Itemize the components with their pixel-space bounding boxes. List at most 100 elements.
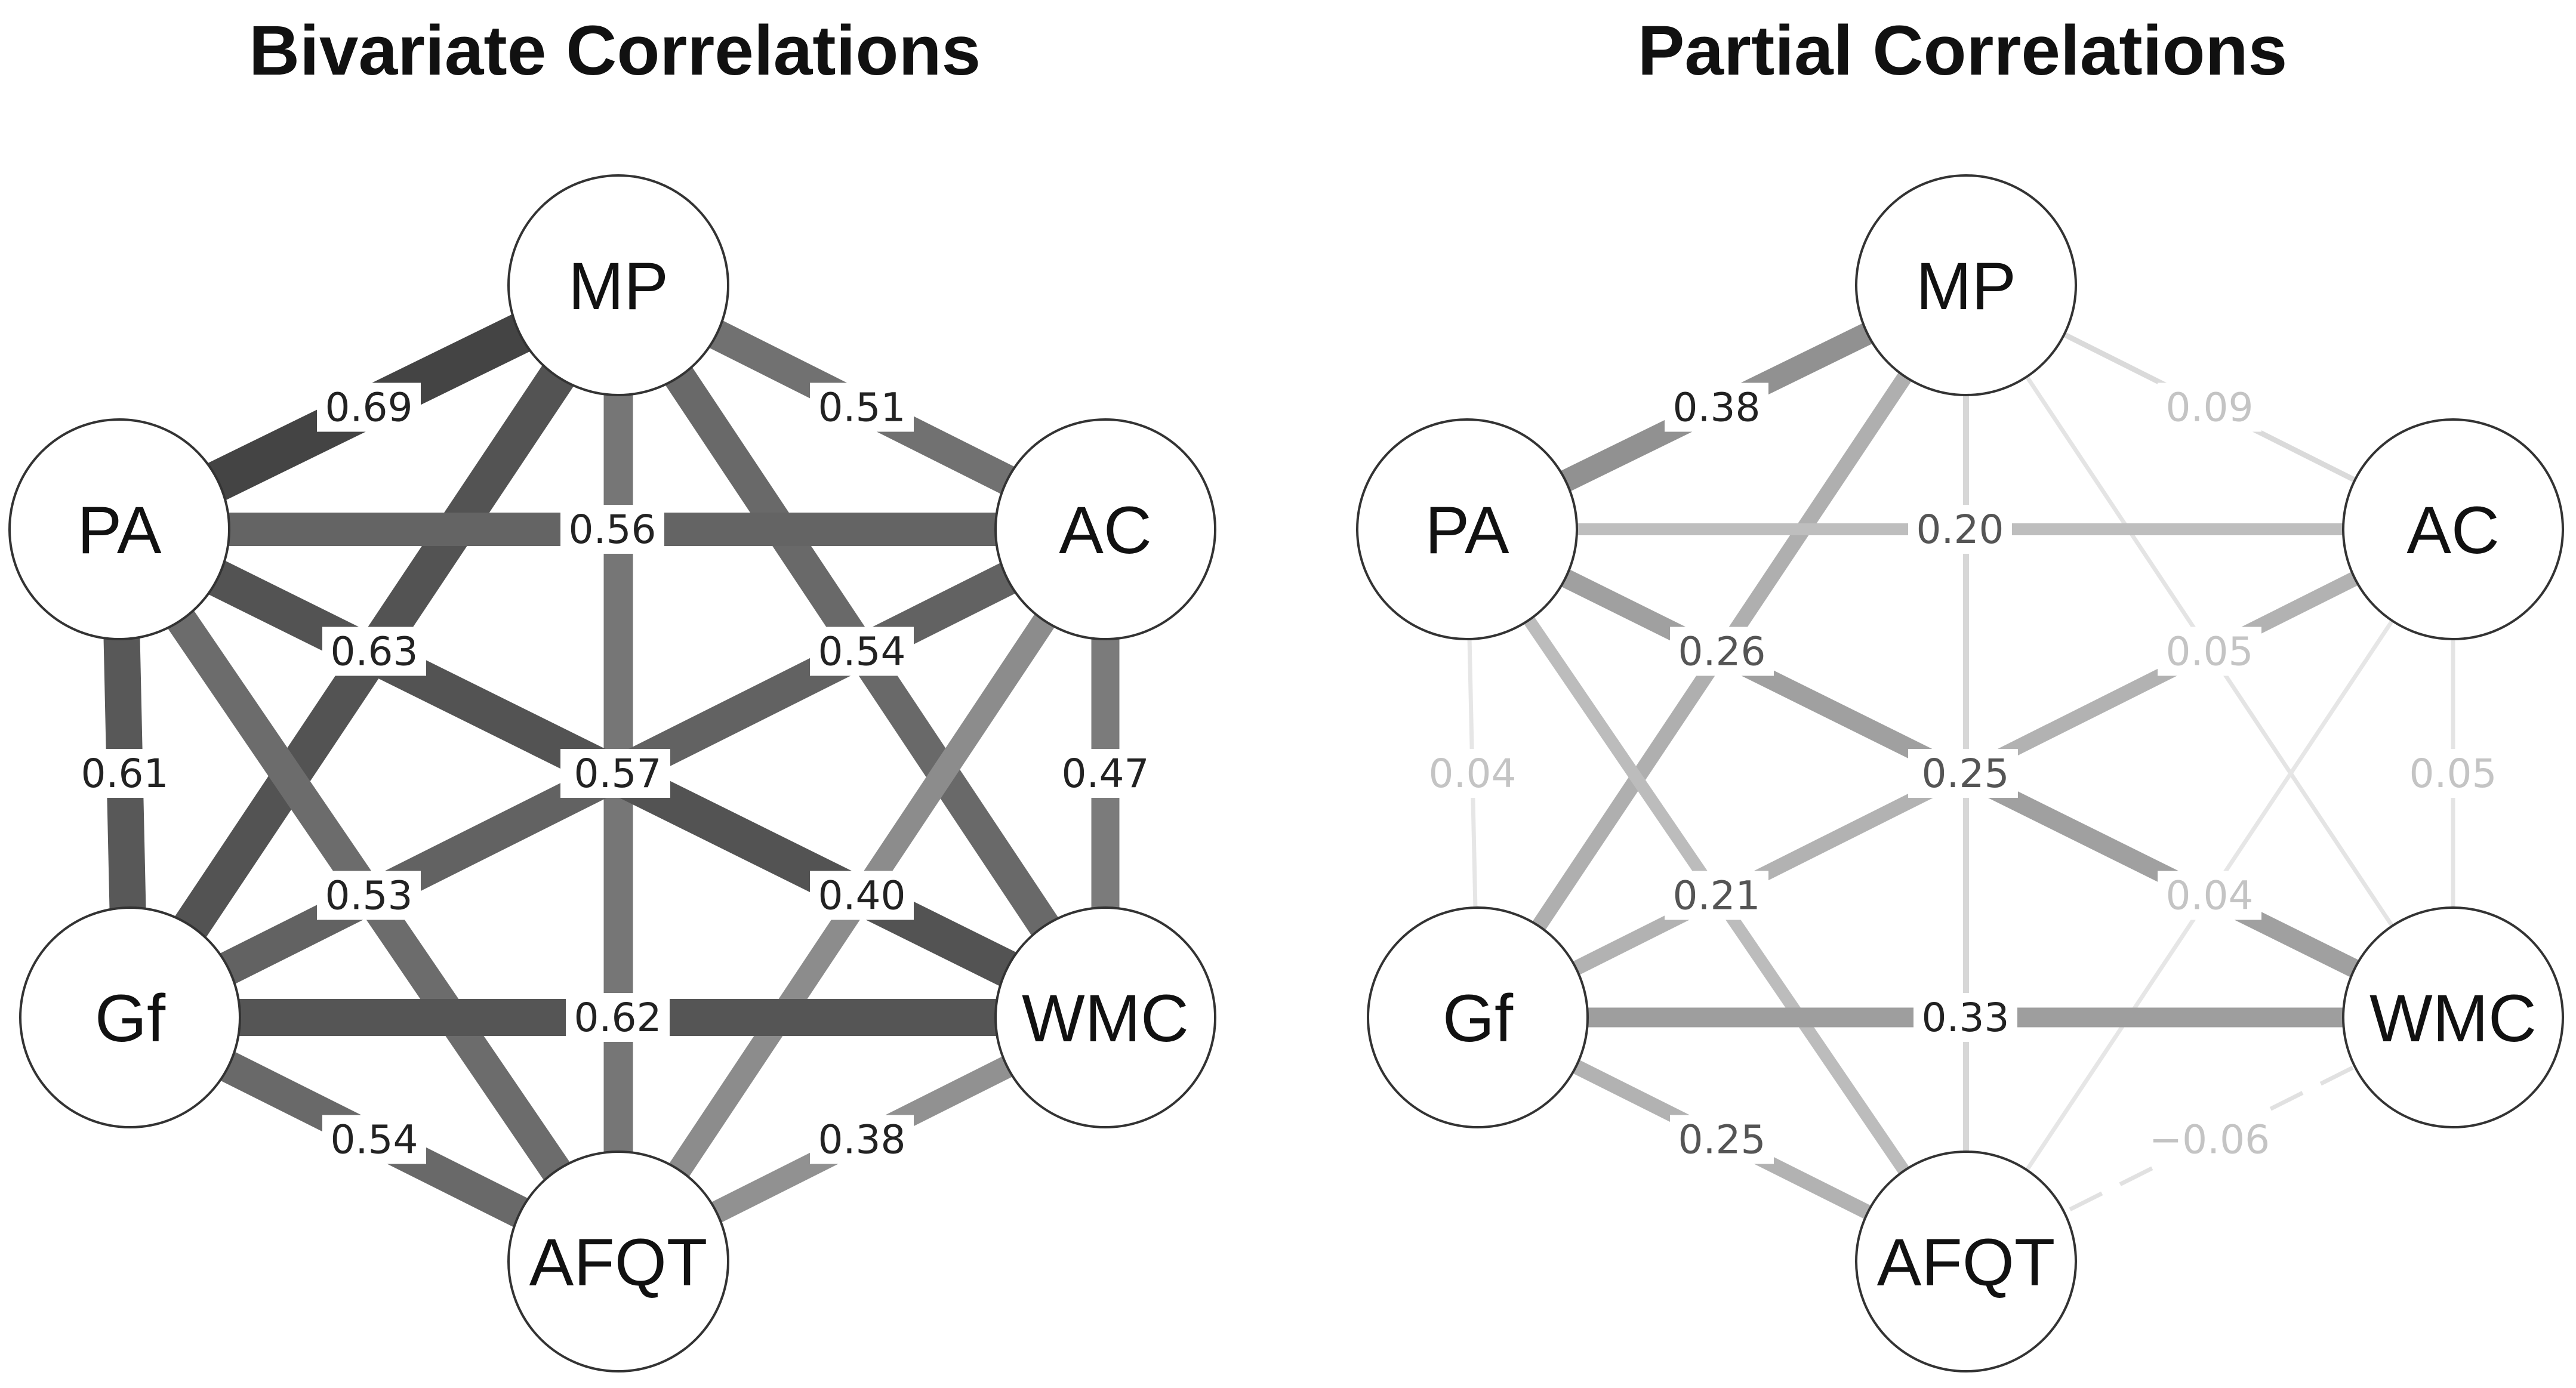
edge-label-text: 0.62 — [574, 995, 662, 1041]
edge-label: 0.26 — [1670, 627, 1774, 676]
edge-label: 0.62 — [566, 993, 670, 1042]
edge-label-background — [1665, 383, 1768, 432]
node-label: AFQT — [1877, 1225, 2056, 1300]
node-label: Gf — [1443, 981, 1514, 1056]
edge-label-background — [317, 383, 421, 432]
edge-label-text: 0.04 — [1429, 751, 1517, 797]
node-label: PA — [1425, 493, 1509, 567]
edge-label: 0.05 — [2401, 749, 2505, 798]
edge-label: 0.20 — [1908, 505, 2012, 554]
edge-label-text: 0.25 — [1678, 1117, 1766, 1163]
edge-label-text: 0.54 — [818, 629, 906, 675]
edge-label-text: 0.09 — [2166, 385, 2254, 431]
edge-label-background — [1913, 993, 2017, 1042]
edge-label-text: 0.53 — [325, 873, 413, 919]
edge-label-background — [560, 505, 664, 554]
node-mp: MP — [507, 174, 729, 396]
edge-label-text: 0.56 — [569, 507, 657, 553]
node-label: AFQT — [529, 1225, 708, 1300]
edge-label-background — [1665, 871, 1768, 920]
edge-label-text: 0.47 — [1062, 751, 1150, 797]
node-pa: PA — [8, 418, 230, 640]
node-circle — [8, 418, 230, 640]
node-mp: MP — [1855, 174, 2077, 396]
edge-label: 0.33 — [1913, 993, 2017, 1042]
edge-label: 0.38 — [810, 1115, 914, 1164]
node-circle — [2342, 418, 2564, 640]
edge-label-background — [1670, 627, 1774, 676]
edge-label-text: 0.63 — [331, 629, 418, 675]
edge-label-layer: 0.380.090.260.100.050.200.040.320.210.25… — [1421, 383, 2505, 1164]
edge-label-text: 0.54 — [331, 1117, 418, 1163]
edge-label-background — [1913, 749, 2017, 798]
node-label: AC — [1059, 493, 1152, 567]
edge-label-background — [1908, 505, 2012, 554]
node-circle — [507, 1151, 729, 1372]
edge-label-text: 0.38 — [818, 1117, 906, 1163]
edge-label-background — [322, 1115, 426, 1164]
node-wmc: WMC — [994, 906, 1216, 1128]
node-wmc: WMC — [2342, 906, 2564, 1128]
node-ac: AC — [2342, 418, 2564, 640]
edge-label-text: 0.26 — [1678, 629, 1766, 675]
edge-label-background — [810, 627, 914, 676]
edge-label-background — [2158, 383, 2261, 432]
edge-label-text: 0.21 — [1673, 873, 1761, 919]
node-pa: PA — [1356, 418, 1578, 640]
edge-label-text: 0.04 — [2166, 873, 2254, 919]
edge-label: −0.06 — [2147, 1115, 2272, 1164]
edge-label: 0.61 — [73, 749, 177, 798]
node-label: MP — [1916, 249, 2016, 323]
edge-label-background — [810, 871, 914, 920]
edge-label: 0.69 — [317, 383, 421, 432]
node-afqt: AFQT — [507, 1151, 729, 1372]
bivariate-network: 0.690.510.630.490.540.560.610.630.530.57… — [8, 174, 1216, 1372]
edge-label-background — [566, 993, 670, 1042]
edge-label-background — [1053, 749, 1157, 798]
edge-label: 0.51 — [810, 383, 914, 432]
edge-label: 0.57 — [566, 749, 670, 798]
edge-label: 0.47 — [1053, 749, 1157, 798]
edge-label-background — [1421, 749, 1524, 798]
node-circle — [1855, 1151, 2077, 1372]
edge-label-background — [2401, 749, 2505, 798]
edge-label-background — [810, 1115, 914, 1164]
edge-label-text: −0.06 — [2149, 1117, 2270, 1163]
edge-label-text: 0.57 — [574, 751, 662, 797]
edge-label-background — [322, 627, 426, 676]
edge-label-background — [73, 749, 177, 798]
node-circle — [507, 174, 729, 396]
edge-label-text: 0.20 — [1916, 507, 2004, 553]
edge-label-background — [1670, 1115, 1774, 1164]
node-circle — [1855, 174, 2077, 396]
node-label: AC — [2406, 493, 2500, 567]
edge-label-background — [317, 871, 421, 920]
edge-label-text: 0.25 — [1922, 751, 2010, 797]
node-ac: AC — [994, 418, 1216, 640]
node-layer: MP PA AC Gf WMC AFQT — [8, 174, 1216, 1372]
edge-label: 0.04 — [1421, 749, 1524, 798]
node-label: WMC — [1022, 981, 1189, 1056]
node-circle — [2342, 906, 2564, 1128]
edge-label: 0.05 — [2158, 627, 2261, 676]
node-label: Gf — [95, 981, 166, 1056]
edge-label-background — [566, 749, 670, 798]
edge-label: 0.09 — [2158, 383, 2261, 432]
edge-label-background — [2158, 871, 2261, 920]
node-afqt: AFQT — [1855, 1151, 2077, 1372]
node-label: PA — [77, 493, 161, 567]
node-circle — [994, 906, 1216, 1128]
node-label: MP — [568, 249, 668, 323]
edge-label-text: 0.40 — [818, 873, 906, 919]
edge-label: 0.21 — [1665, 871, 1768, 920]
edge-label-text: 0.61 — [81, 751, 169, 797]
node-gf: Gf — [19, 906, 241, 1128]
edge-label-text: 0.38 — [1673, 385, 1761, 431]
edge-label: 0.04 — [2158, 871, 2261, 920]
edge-label-text: 0.05 — [2166, 629, 2254, 675]
edge-label: 0.38 — [1665, 383, 1768, 432]
edge-label: 0.54 — [810, 627, 914, 676]
edge-label-background — [2158, 627, 2261, 676]
edge-label-text: 0.69 — [325, 385, 413, 431]
edge-label-background — [2147, 1115, 2272, 1164]
